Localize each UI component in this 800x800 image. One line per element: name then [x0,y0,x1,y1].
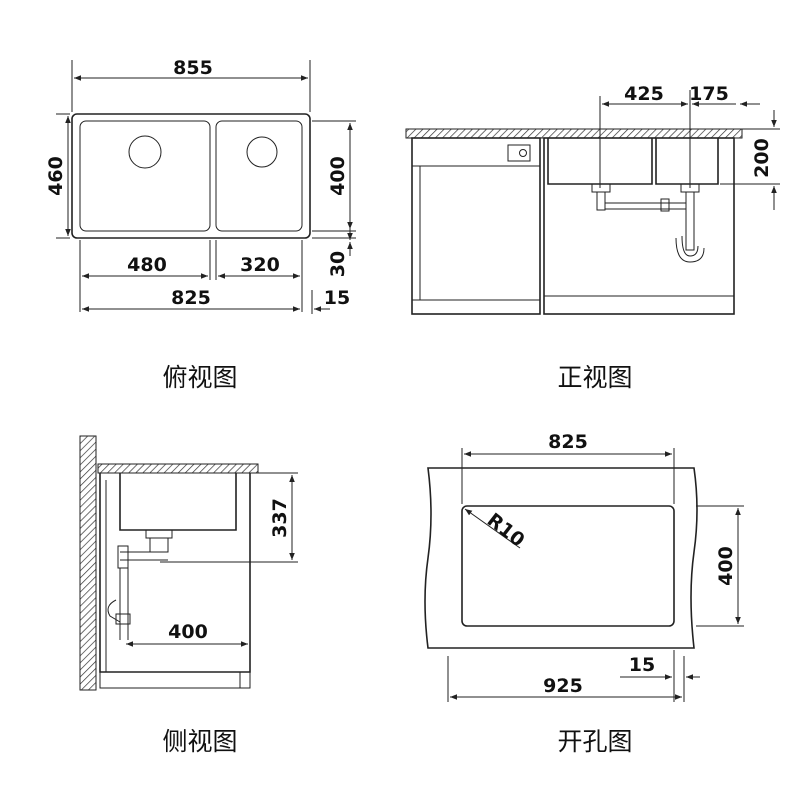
cutout-view: 825 R10 400 925 15 开孔图 [424,431,744,756]
cutout-hole [461,505,675,627]
right-bowl [215,120,303,232]
dim-855: 855 [173,57,213,79]
top-view: 855 460 400 480 320 825 30 15 俯视图 [45,57,356,392]
dim-825-top: 825 [171,287,211,309]
knob-icon [519,149,527,157]
dim-337: 337 [269,498,291,538]
side-view-caption: 侧视图 [162,727,237,756]
dim-480: 480 [127,254,167,276]
wall [79,435,97,691]
sink-outline [71,113,311,239]
top-view-caption: 俯视图 [162,363,237,392]
dim-925: 925 [543,675,583,697]
front-right-bowl [655,138,719,185]
left-bowl [79,120,211,232]
side-bowl [119,473,237,531]
front-view-caption: 正视图 [557,363,632,392]
cutout-view-caption: 开孔图 [557,727,632,756]
left-drain-icon [128,135,162,169]
dim-30: 30 [327,251,349,277]
sink-cabinet [543,137,735,315]
dim-r10: R10 [483,509,529,552]
dim-400-side: 400 [168,621,208,643]
dim-425: 425 [624,83,664,105]
side-countertop [97,463,259,474]
front-view: 425 175 200 正视图 [405,83,780,392]
cutout-board [424,467,698,649]
dim-15-top: 15 [324,287,350,309]
dim-200: 200 [751,138,773,178]
dim-400-top: 400 [327,156,349,196]
dim-175: 175 [689,83,729,105]
dim-400-cutout: 400 [715,546,737,586]
dim-460: 460 [45,156,67,196]
dishwasher-cabinet [411,137,541,315]
side-view: 337 400 侧视图 [79,435,298,756]
control-panel [507,144,531,162]
dim-320: 320 [240,254,280,276]
dim-825-cutout: 825 [548,431,588,453]
dim-15-cutout: 15 [629,654,655,676]
countertop [405,128,743,139]
right-drain-icon [246,136,278,168]
